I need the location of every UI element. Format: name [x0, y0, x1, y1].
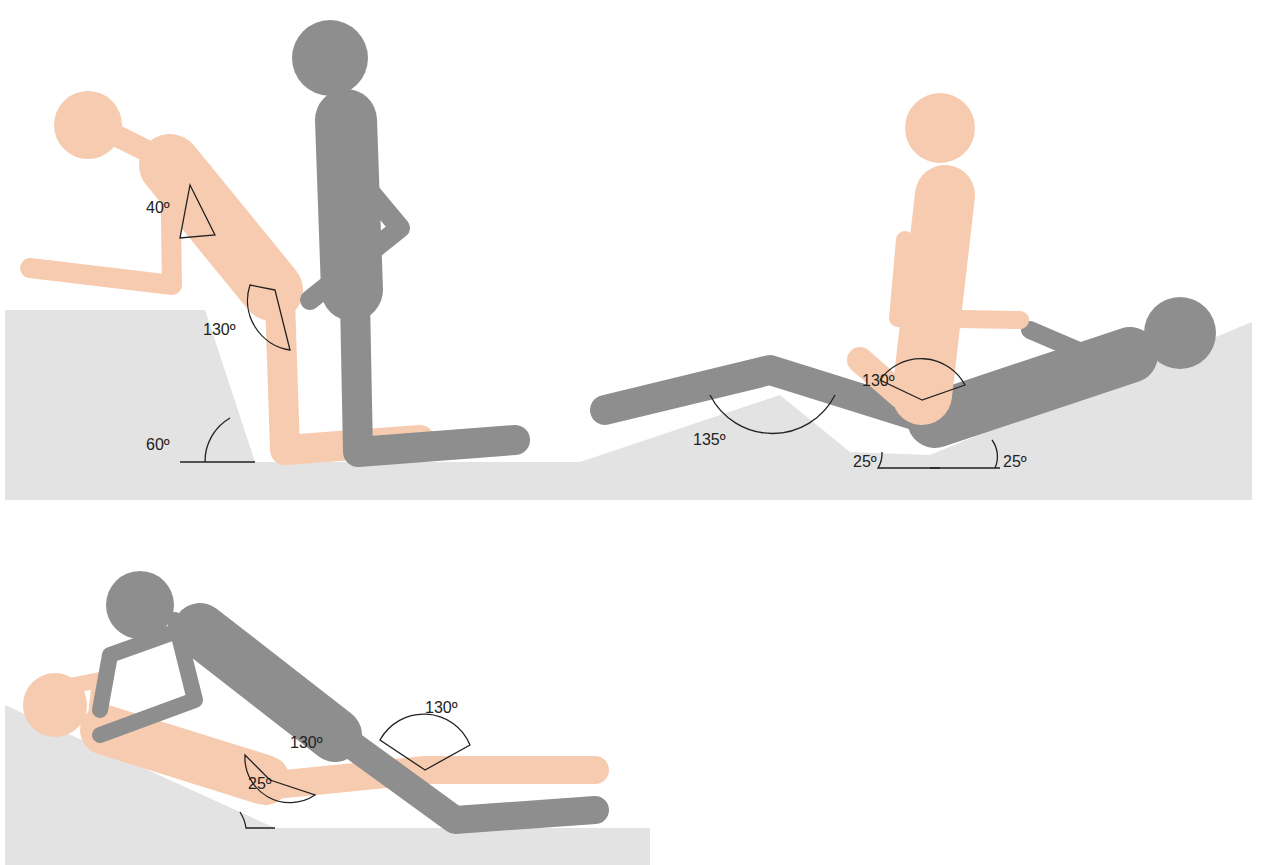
head [292, 20, 368, 96]
head [905, 93, 975, 163]
angle-label: 130º [290, 735, 323, 751]
figure-above [100, 620, 595, 820]
angle-label: 130º [862, 373, 895, 389]
figure-lying [605, 330, 1130, 420]
angle-label: 135º [693, 432, 726, 448]
angle-label: 60º [146, 437, 170, 453]
angle-marks [180, 185, 290, 462]
figure-standing [310, 95, 515, 452]
figure-sitting [860, 195, 1020, 395]
angle-label: 25º [1003, 454, 1027, 470]
angle-marks [240, 714, 470, 828]
ground [5, 310, 1252, 500]
angle-marks [710, 359, 1000, 468]
head [23, 673, 87, 737]
head [1144, 297, 1216, 369]
angle-label: 25º [248, 776, 272, 792]
angle-label: 40º [146, 200, 170, 216]
head [54, 91, 122, 159]
angle-label: 130º [425, 700, 458, 716]
angle-label: 130º [203, 322, 236, 338]
head [106, 571, 174, 639]
angle-label: 25º [853, 454, 877, 470]
